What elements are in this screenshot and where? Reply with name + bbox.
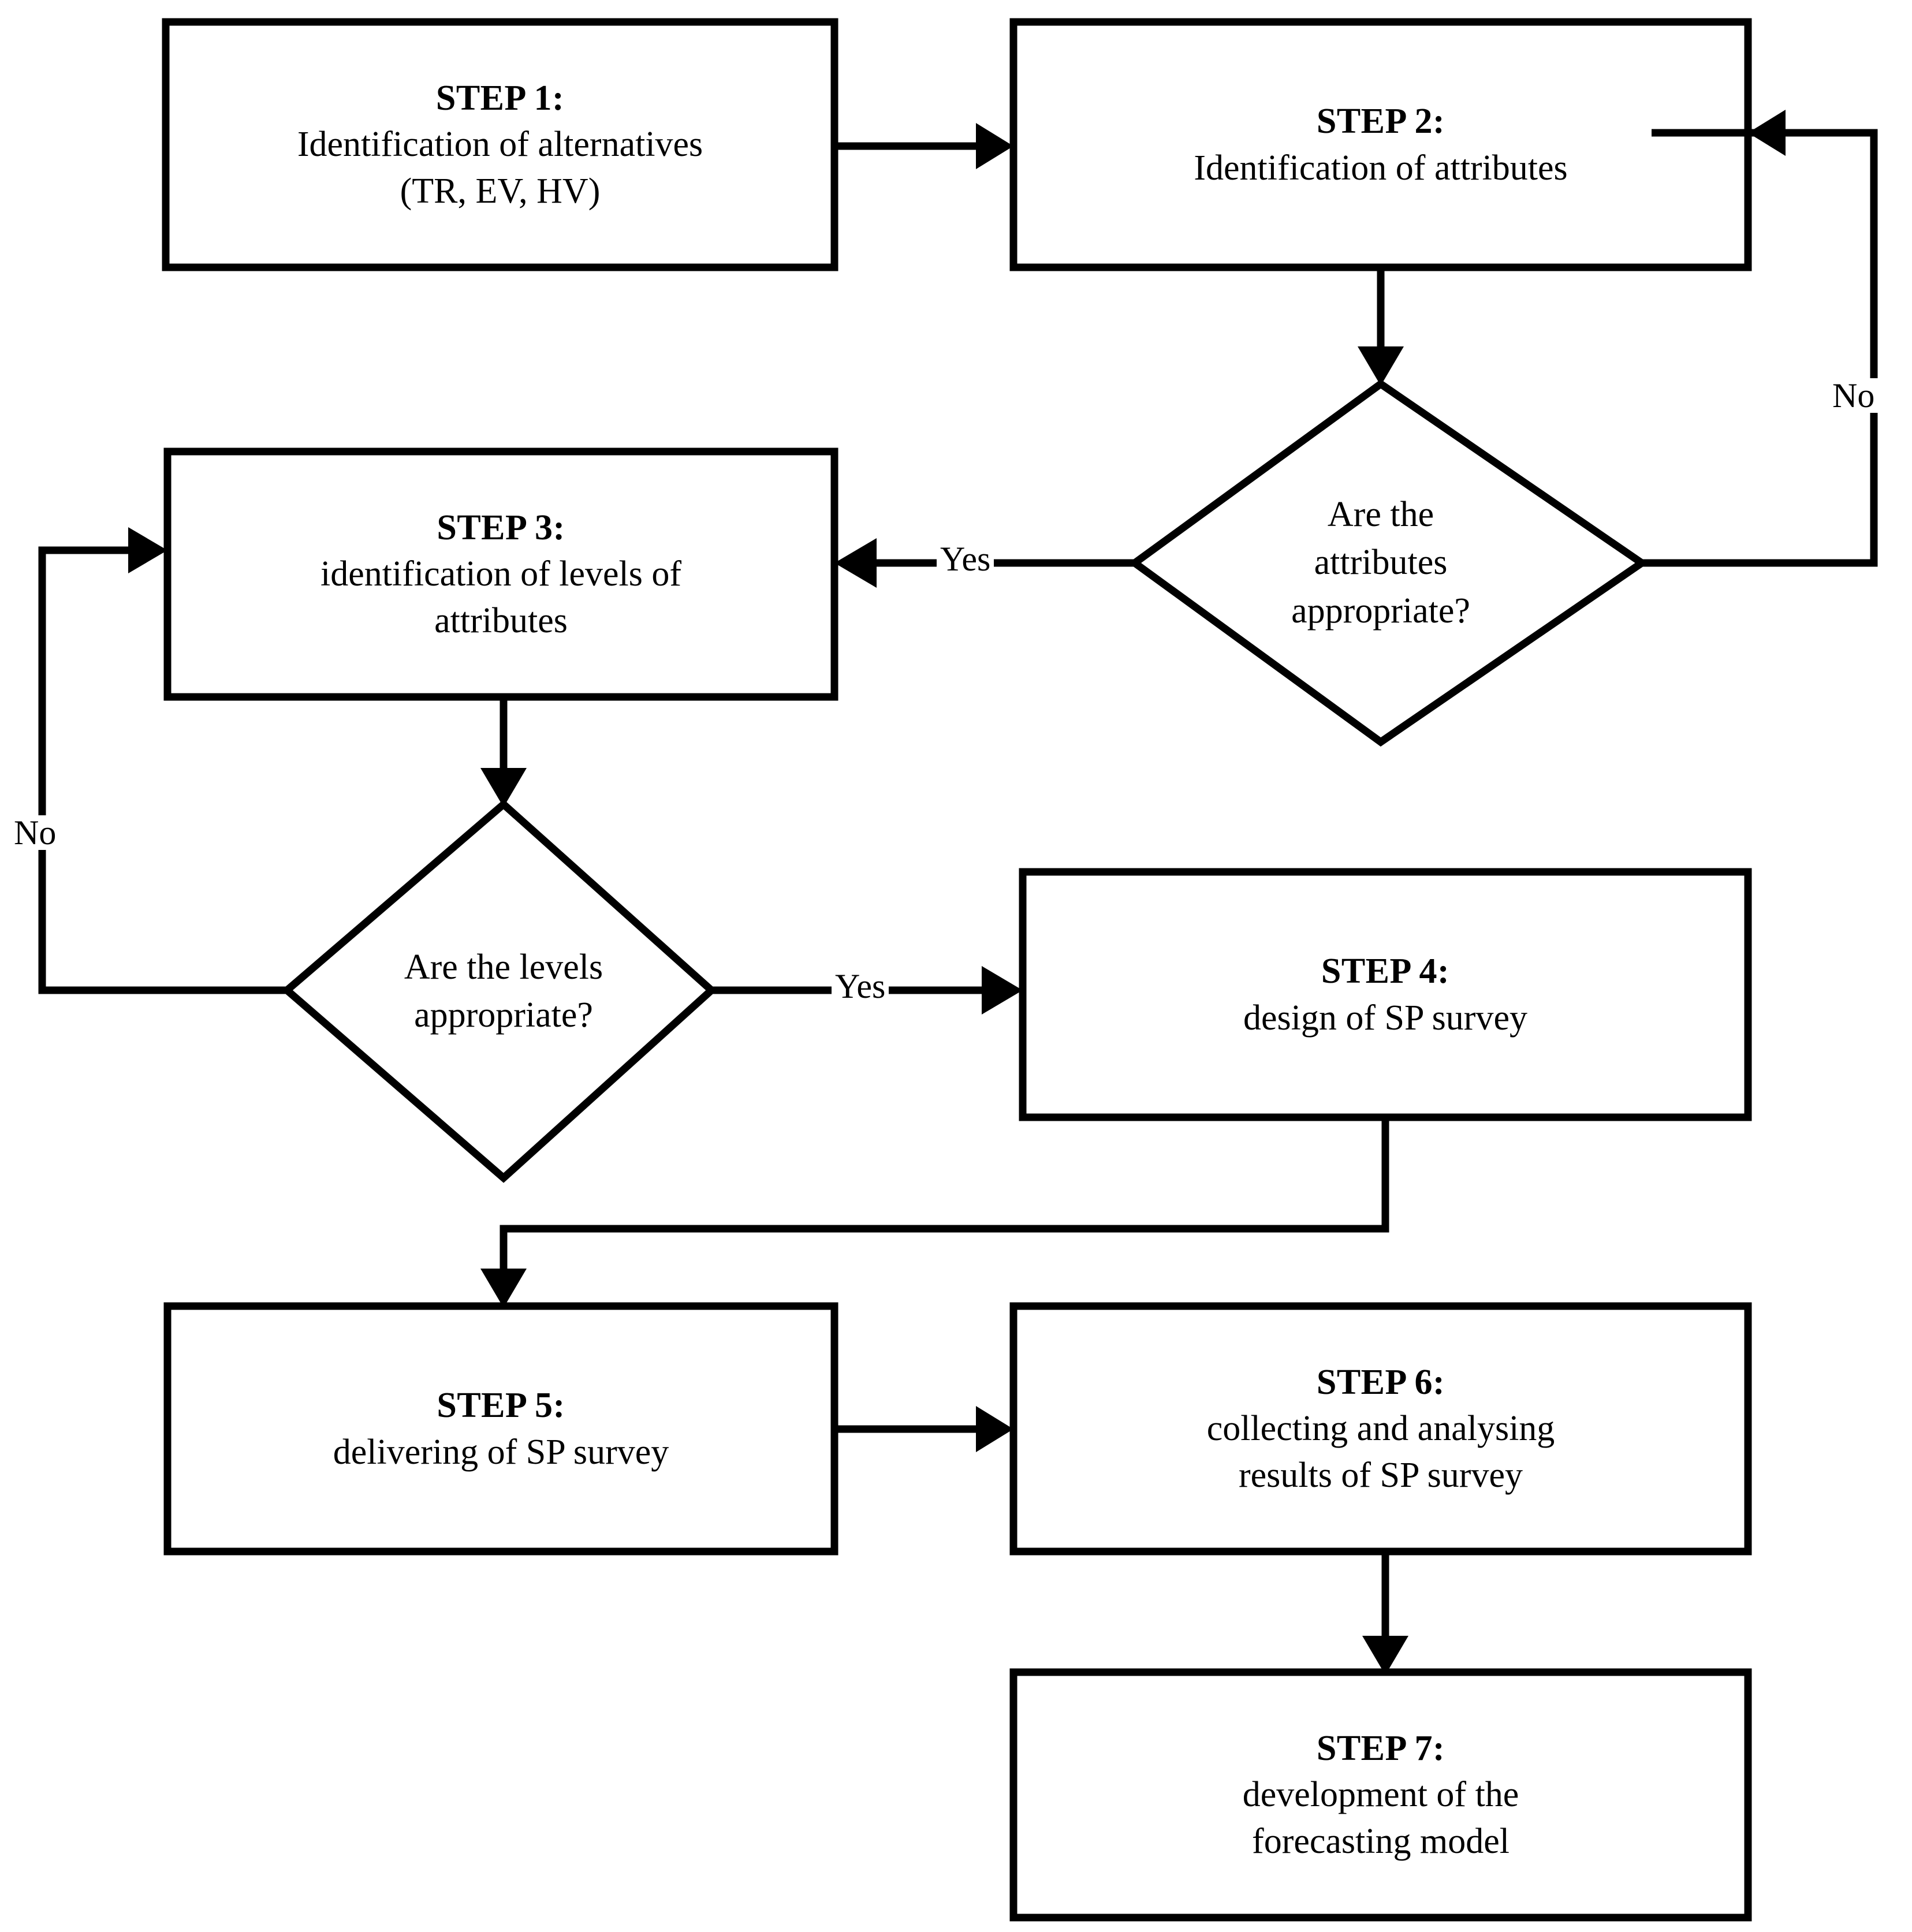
node-shape-decision1[interactable] xyxy=(1128,379,1649,747)
arrowhead-step3-to-decision2 xyxy=(480,768,527,807)
arrowhead-decision1-no xyxy=(1748,110,1786,156)
edge-label-decision1-yes: Yes xyxy=(937,542,994,576)
arrowhead-step4-to-step5 xyxy=(480,1269,527,1308)
node-shape-decision2[interactable] xyxy=(281,799,717,1183)
node-shape-step6[interactable] xyxy=(1009,1302,1752,1556)
node-shape-step2[interactable] xyxy=(1009,18,1752,271)
node-shape-step7[interactable] xyxy=(1009,1668,1752,1922)
arrowhead-step1-to-step2 xyxy=(976,123,1013,169)
connector-step4-to-step5 xyxy=(500,1117,1389,1283)
edge-label-decision2-no: No xyxy=(10,815,60,850)
node-shape-step4[interactable] xyxy=(1019,868,1752,1121)
edge-label-decision2-yes: Yes xyxy=(832,969,889,1004)
arrowhead-decision2-yes xyxy=(982,966,1023,1015)
edge-label-decision1-no: No xyxy=(1829,378,1879,413)
arrowhead-decision1-yes xyxy=(834,538,877,588)
node-shape-step5[interactable] xyxy=(163,1302,838,1556)
connector-decision2-no xyxy=(38,546,287,994)
node-shape-step1[interactable] xyxy=(162,18,838,271)
arrowhead-step2-to-decision1 xyxy=(1358,346,1404,386)
node-shape-step3[interactable] xyxy=(163,447,838,701)
arrowhead-step5-to-step6 xyxy=(976,1406,1013,1452)
arrowhead-step6-to-step7 xyxy=(1362,1636,1408,1675)
arrowhead-decision2-no xyxy=(128,527,167,573)
